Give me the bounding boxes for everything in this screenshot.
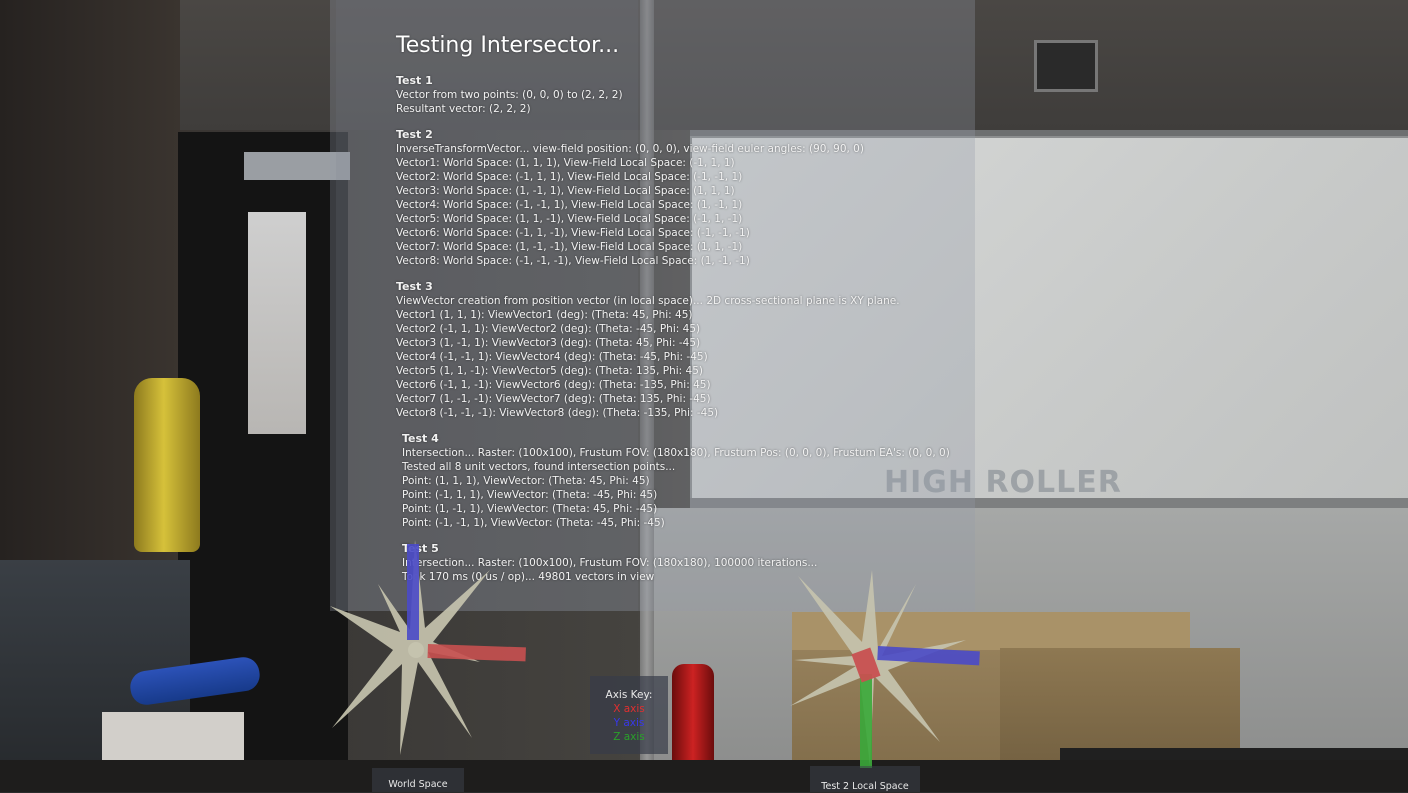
axis-key-title: Axis Key: — [605, 689, 653, 701]
local-space-label: Test 2 Local Space — [810, 766, 920, 792]
log-line: ViewVector creation from position vector… — [396, 295, 900, 307]
test-section: Test 4 Intersection... Raster: (100x100)… — [396, 432, 976, 530]
axis-x-bar — [427, 644, 526, 662]
log-line: Resultant vector: (2, 2, 2) — [396, 103, 531, 115]
axis-key-legend: Axis Key: X axis Y axis Z axis — [590, 676, 668, 754]
log-line: Vector6: World Space: (-1, 1, -1), View-… — [396, 227, 750, 239]
compass-star-icon — [790, 570, 966, 766]
log-line: Vector1: World Space: (1, 1, 1), View-Fi… — [396, 157, 735, 169]
hologram-panel-overlay — [336, 0, 638, 611]
door-window — [248, 212, 306, 434]
panel-title: Testing Intersector... — [396, 33, 620, 58]
log-line: Vector6 (-1, 1, -1): ViewVector6 (deg): … — [396, 379, 711, 391]
log-line: Vector7: World Space: (1, -1, -1), View-… — [396, 241, 743, 253]
test-section: Test 3 ViewVector creation from position… — [396, 280, 976, 420]
pipe — [640, 0, 654, 792]
log-line: Vector8: World Space: (-1, -1, -1), View… — [396, 255, 750, 267]
whiteboard-tray — [690, 498, 1408, 508]
log-line: Vector2 (-1, 1, 1): ViewVector2 (deg): (… — [396, 323, 701, 335]
test-heading: Test 3 — [396, 280, 433, 293]
hologram-panel — [330, 0, 975, 611]
test-section: Test 2 InverseTransformVector... view-fi… — [396, 128, 976, 268]
whiteboard — [690, 136, 1408, 504]
log-line: Took 170 ms (0 us / op)... 49801 vectors… — [402, 571, 655, 583]
axis-z-bar — [860, 674, 872, 768]
log-line: Vector3: World Space: (1, -1, 1), View-F… — [396, 185, 735, 197]
log-line: Vector4 (-1, -1, 1): ViewVector4 (deg): … — [396, 351, 708, 363]
brand-text: HIGH ROLLER — [884, 465, 1122, 500]
gizmo-center — [408, 642, 424, 658]
log-line: Intersection... Raster: (100x100), Frust… — [402, 557, 818, 569]
floor — [0, 760, 1408, 792]
test-heading: Test 2 — [396, 128, 433, 141]
whiteboard-rail — [690, 130, 1408, 138]
thermostat — [1034, 40, 1098, 92]
log-line: Vector7 (1, -1, -1): ViewVector7 (deg): … — [396, 393, 711, 405]
axis-key-x: X axis — [613, 703, 645, 715]
local-space-gizmo — [790, 570, 980, 768]
test-heading: Test 1 — [396, 74, 433, 87]
log-line: Vector8 (-1, -1, -1): ViewVector8 (deg):… — [396, 407, 719, 419]
log-line: Vector3 (1, -1, 1): ViewVector3 (deg): (… — [396, 337, 701, 349]
log-line: Point: (-1, 1, 1), ViewVector: (Theta: -… — [402, 489, 658, 501]
world-space-label-text: World Space — [388, 779, 448, 790]
log-line: Vector1 (1, 1, 1): ViewVector1 (deg): (T… — [396, 309, 693, 321]
log-line: Vector4: World Space: (-1, -1, 1), View-… — [396, 199, 743, 211]
log-line: Point: (-1, -1, 1), ViewVector: (Theta: … — [402, 517, 665, 529]
world-space-label: World Space — [372, 768, 464, 792]
log-line: InverseTransformVector... view-field pos… — [396, 143, 864, 155]
log-line: Point: (1, -1, 1), ViewVector: (Theta: 4… — [402, 503, 658, 515]
test-heading: Test 4 — [402, 432, 439, 445]
ceiling — [0, 0, 1408, 130]
log-line: Vector5 (1, 1, -1): ViewVector5 (deg): (… — [396, 365, 703, 377]
log-line: Vector2: World Space: (-1, 1, 1), View-F… — [396, 171, 743, 183]
yellow-extinguisher — [134, 378, 200, 552]
axis-y-bar — [877, 646, 980, 666]
axis-y-bar — [407, 544, 419, 640]
axis-key-y: Y axis — [613, 717, 645, 729]
world-space-gizmo — [330, 540, 526, 755]
log-line: Intersection... Raster: (100x100), Frust… — [402, 447, 950, 459]
log-line: Vector5: World Space: (1, 1, -1), View-F… — [396, 213, 743, 225]
log-line: Point: (1, 1, 1), ViewVector: (Theta: 45… — [402, 475, 650, 487]
door-sign — [244, 152, 350, 180]
local-space-label-text: Test 2 Local Space — [821, 781, 909, 792]
axis-x-bar — [851, 647, 881, 683]
intersector-log: Testing Intersector... Test 1 Vector fro… — [396, 30, 976, 596]
axis-key-z: Z axis — [613, 731, 645, 743]
brand-sticker: HIGH ROLLER — [884, 464, 1184, 502]
log-line: Tested all 8 unit vectors, found interse… — [402, 461, 676, 473]
test-section: Test 1 Vector from two points: (0, 0, 0)… — [396, 74, 976, 116]
log-line: Vector from two points: (0, 0, 0) to (2,… — [396, 89, 623, 101]
